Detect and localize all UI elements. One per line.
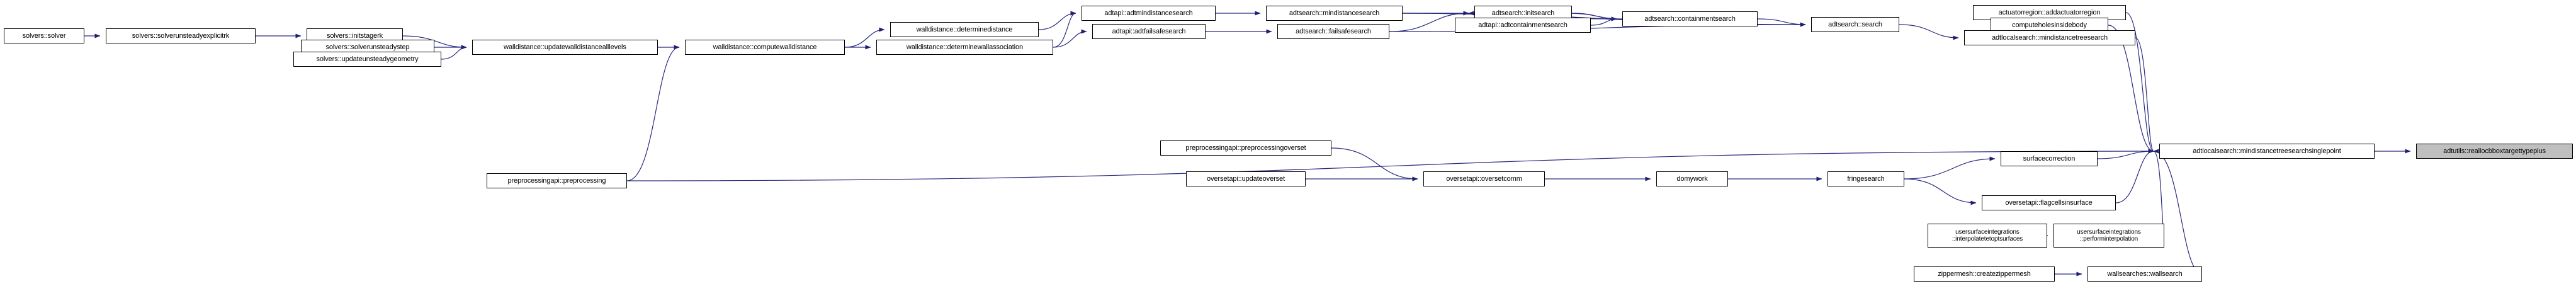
graph-node[interactable]: domywork xyxy=(1656,171,1728,186)
graph-node[interactable]: adtapi::adtcontainmentsearch xyxy=(1455,18,1591,33)
graph-node-label: adtlocalsearch::mindistancetreesearch xyxy=(1991,33,2108,42)
graph-edge xyxy=(1038,11,1076,30)
graph-node[interactable]: wallsearches::wallsearch xyxy=(2087,266,2202,282)
graph-node-label: adtapi::adtmindistancesearch xyxy=(1104,9,1193,17)
graph-node-label: solvers::solver xyxy=(22,31,66,40)
graph-node[interactable]: adtapi::adtmindistancesearch xyxy=(1082,6,1216,21)
graph-node-label: zippermesh::createzippermesh xyxy=(1938,270,2031,278)
graph-node-label: adtsearch::initsearch xyxy=(1491,9,1555,17)
graph-node[interactable]: walldistance::computewalldistance xyxy=(685,40,845,55)
graph-node[interactable]: adtsearch::failsafesearch xyxy=(1277,24,1389,39)
graph-edge xyxy=(1904,156,1996,180)
graph-node[interactable]: adtsearch::containmentsearch xyxy=(1622,11,1758,26)
graph-node[interactable]: solvers::solver xyxy=(4,28,84,43)
graph-node[interactable]: adtlocalsearch::mindistancetreesearchsin… xyxy=(2159,144,2375,159)
graph-node-label: adtapi::adtcontainmentsearch xyxy=(1478,21,1568,29)
graph-node[interactable]: adtsearch::mindistancesearch xyxy=(1266,6,1403,21)
graph-node-label: oversetapi::flagcellsinsurface xyxy=(2005,198,2093,207)
graph-node[interactable]: usersurfaceintegrations ::interpolatetet… xyxy=(1928,224,2047,248)
graph-node-label: usersurfaceintegrations ::performinterpo… xyxy=(2077,228,2141,243)
graph-edge xyxy=(626,149,2154,181)
graph-node-label: walldistance::determinedistance xyxy=(916,25,1013,33)
graph-node-label: adtsearch::search xyxy=(1828,20,1882,28)
graph-edge xyxy=(2135,37,2154,154)
graph-edge xyxy=(1053,29,1087,48)
graph-edge xyxy=(2097,149,2154,159)
graph-node-label: adtsearch::mindistancesearch xyxy=(1289,9,1380,17)
graph-node[interactable]: walldistance::updatewalldistancealllevel… xyxy=(472,40,658,55)
graph-node-label: surfacecorrection xyxy=(2023,154,2076,163)
graph-edge xyxy=(1899,24,1959,40)
graph-node[interactable]: adtapi::adtfailsafesearch xyxy=(1092,24,1206,39)
graph-node[interactable]: oversetapi::oversetcomm xyxy=(1423,171,1545,186)
graph-edge xyxy=(1757,18,1806,27)
graph-node-label: usersurfaceintegrations ::interpolatetet… xyxy=(1952,228,2023,243)
graph-node-label: adtutils::reallocbboxtargettypeplus xyxy=(2443,147,2546,155)
graph-node[interactable]: preprocessingapi::preprocessingoverset xyxy=(1160,140,1331,156)
graph-node-label: oversetapi::updateoverset xyxy=(1206,174,1285,183)
graph-node[interactable]: fringesearch xyxy=(1827,171,1904,186)
graph-node-label: wallsearches::wallsearch xyxy=(2107,270,2183,278)
graph-node-label: adtapi::adtfailsafesearch xyxy=(1112,27,1186,35)
graph-node-label: oversetapi::oversetcomm xyxy=(1446,174,1522,183)
graph-node[interactable]: adtlocalsearch::mindistancetreesearch xyxy=(1964,30,2135,45)
graph-node-label: domywork xyxy=(1676,174,1708,183)
graph-node-label: adtsearch::failsafesearch xyxy=(1296,27,1371,35)
graph-node-label: fringesearch xyxy=(1847,174,1885,183)
graph-node[interactable]: zippermesh::createzippermesh xyxy=(1914,266,2055,282)
graph-node-label: solvers::initstagerk xyxy=(326,31,383,40)
graph-node-label: walldistance::updatewalldistancealllevel… xyxy=(504,43,626,51)
graph-edge xyxy=(2153,149,2165,236)
graph-edge xyxy=(441,45,467,60)
graph-node[interactable]: oversetapi::updateoverset xyxy=(1186,171,1306,186)
graph-node[interactable]: preprocessingapi::preprocessing xyxy=(487,173,627,188)
graph-node[interactable]: oversetapi::flagcellsinsurface xyxy=(1982,195,2116,210)
graph-node-label: preprocessingapi::preprocessingoverset xyxy=(1185,144,1306,152)
graph-node-label: adtlocalsearch::mindistancetreesearchsin… xyxy=(2193,147,2341,155)
graph-node[interactable]: usersurfaceintegrations ::performinterpo… xyxy=(2053,224,2164,248)
graph-node-label: solvers::updateunsteadygeometry xyxy=(316,55,419,63)
graph-edge xyxy=(1331,147,1418,181)
graph-node[interactable]: adtsearch::search xyxy=(1811,17,1899,32)
graph-node-label: solvers::solverunsteadyexplicitrk xyxy=(132,31,230,40)
graph-edge xyxy=(1904,178,1977,205)
graph-edge xyxy=(2115,149,2154,203)
graph-node-label: adtsearch::containmentsearch xyxy=(1644,14,1736,23)
graph-node-label: walldistance::computewalldistance xyxy=(713,43,817,51)
graph-node-label: computeholesinsidebody xyxy=(2012,21,2087,29)
graph-edge xyxy=(1590,16,1617,26)
graph-node[interactable]: walldistance::determinedistance xyxy=(890,22,1039,37)
graph-edge xyxy=(626,45,680,181)
graph-node[interactable]: adtutils::reallocbboxtargettypeplus xyxy=(2416,144,2573,159)
graph-node-label: preprocessingapi::preprocessing xyxy=(507,176,606,185)
graph-edge xyxy=(1053,11,1076,48)
graph-node[interactable]: surfacecorrection xyxy=(2001,151,2098,166)
graph-node-label: walldistance::determinewallassociation xyxy=(906,43,1024,51)
graph-node[interactable]: solvers::solverunsteadyexplicitrk xyxy=(106,28,256,43)
graph-node[interactable]: walldistance::determinewallassociation xyxy=(876,40,1053,55)
graph-node-label: actuatorregion::addactuatorregion xyxy=(1998,8,2101,16)
graph-edge xyxy=(2153,149,2203,275)
graph-node[interactable]: solvers::updateunsteadygeometry xyxy=(293,52,441,67)
graph-node-label: solvers::solverunsteadystep xyxy=(325,43,410,51)
